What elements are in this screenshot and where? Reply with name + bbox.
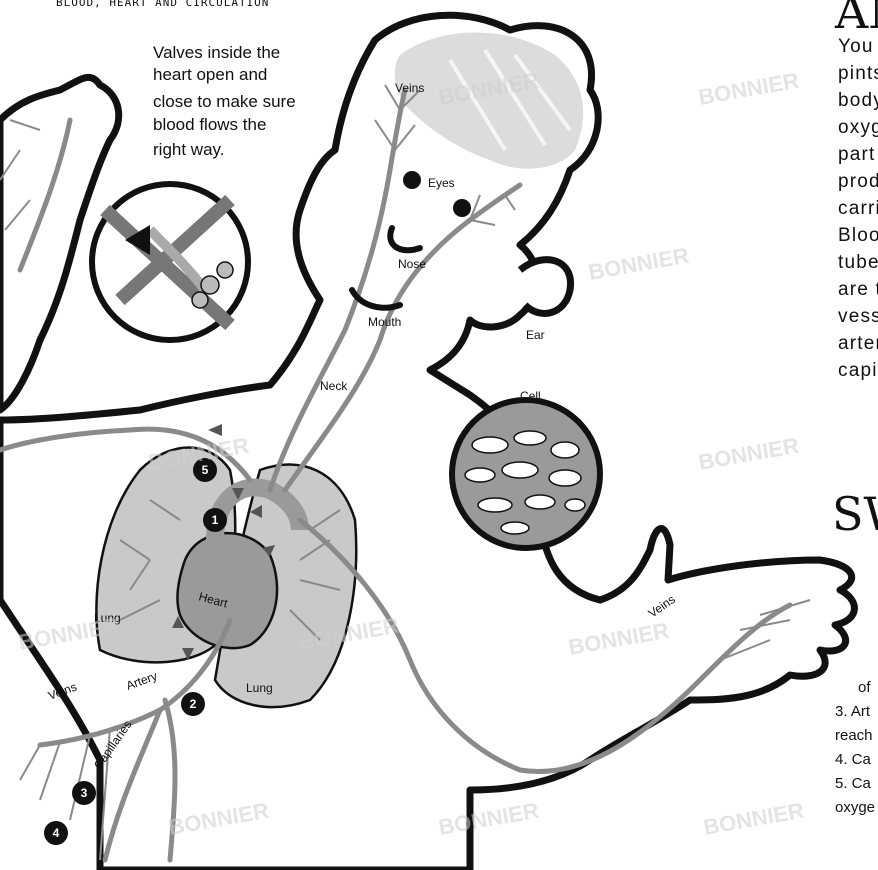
svg-text:reach: reach: [835, 727, 873, 744]
svg-text:BONNIER: BONNIER: [587, 243, 691, 285]
label-nose: Nose: [398, 257, 426, 271]
svg-text:are t: are t: [838, 279, 878, 300]
svg-text:Valves inside the: Valves inside the: [153, 43, 280, 62]
marker-4: 4: [44, 821, 68, 845]
label-lung-right: Lung: [246, 681, 273, 695]
svg-text:2: 2: [190, 697, 197, 711]
heading-top: AN: [834, 0, 878, 39]
svg-text:BONNIER: BONNIER: [697, 68, 801, 110]
svg-text:blood flows the: blood flows the: [153, 115, 266, 134]
heading-mid: SW: [832, 487, 878, 541]
svg-text:5. Ca: 5. Ca: [835, 775, 872, 792]
svg-text:You: You: [838, 36, 874, 57]
torso-outline: [0, 15, 854, 870]
ear-outline: [520, 260, 571, 314]
svg-text:prod: prod: [838, 171, 878, 192]
svg-text:right way.: right way.: [153, 140, 225, 159]
svg-text:BONNIER: BONNIER: [697, 433, 801, 475]
valve-caption: Valves inside the heart open and close t…: [153, 43, 296, 159]
marker-3: 3: [72, 781, 96, 805]
svg-text:Bloo: Bloo: [838, 225, 878, 246]
svg-text:body: body: [838, 90, 878, 111]
label-mouth: Mouth: [368, 315, 401, 329]
valve-magnifier: [92, 184, 248, 340]
svg-text:4. Ca: 4. Ca: [835, 751, 872, 768]
svg-text:vess: vess: [838, 306, 878, 327]
svg-text:heart open and: heart open and: [153, 65, 267, 84]
svg-text:1: 1: [212, 513, 219, 527]
label-cell: Cell: [520, 389, 541, 403]
svg-text:BONNIER: BONNIER: [702, 798, 806, 840]
svg-text:pints: pints: [838, 63, 878, 84]
label-veins-head: Veins: [395, 81, 424, 95]
marker-1: 1: [203, 508, 227, 532]
label-ear: Ear: [526, 328, 545, 342]
svg-text:3. Art: 3. Art: [835, 703, 871, 720]
cell-magnifier: [452, 400, 600, 548]
section-header: BLOOD, HEART AND CIRCULATION: [56, 0, 269, 9]
svg-text:of: of: [858, 679, 871, 696]
svg-text:4: 4: [53, 826, 60, 840]
svg-text:tube: tube: [838, 252, 878, 273]
label-neck: Neck: [320, 379, 348, 393]
svg-text:capi: capi: [838, 360, 878, 381]
svg-text:carri: carri: [838, 198, 878, 219]
eye-left: [403, 171, 421, 189]
body-silhouette: [0, 15, 854, 870]
svg-text:3: 3: [81, 786, 88, 800]
svg-text:arter: arter: [838, 333, 878, 354]
right-text-column: AN You pints body oxyg part prod carri B…: [832, 0, 878, 816]
marker-2: 2: [181, 692, 205, 716]
svg-text:oxyg: oxyg: [838, 117, 878, 138]
eye-right: [453, 199, 471, 217]
svg-text:close to make sure: close to make sure: [153, 92, 296, 111]
svg-text:oxyge: oxyge: [835, 799, 875, 816]
svg-text:part: part: [838, 144, 876, 165]
label-eyes: Eyes: [428, 176, 455, 190]
